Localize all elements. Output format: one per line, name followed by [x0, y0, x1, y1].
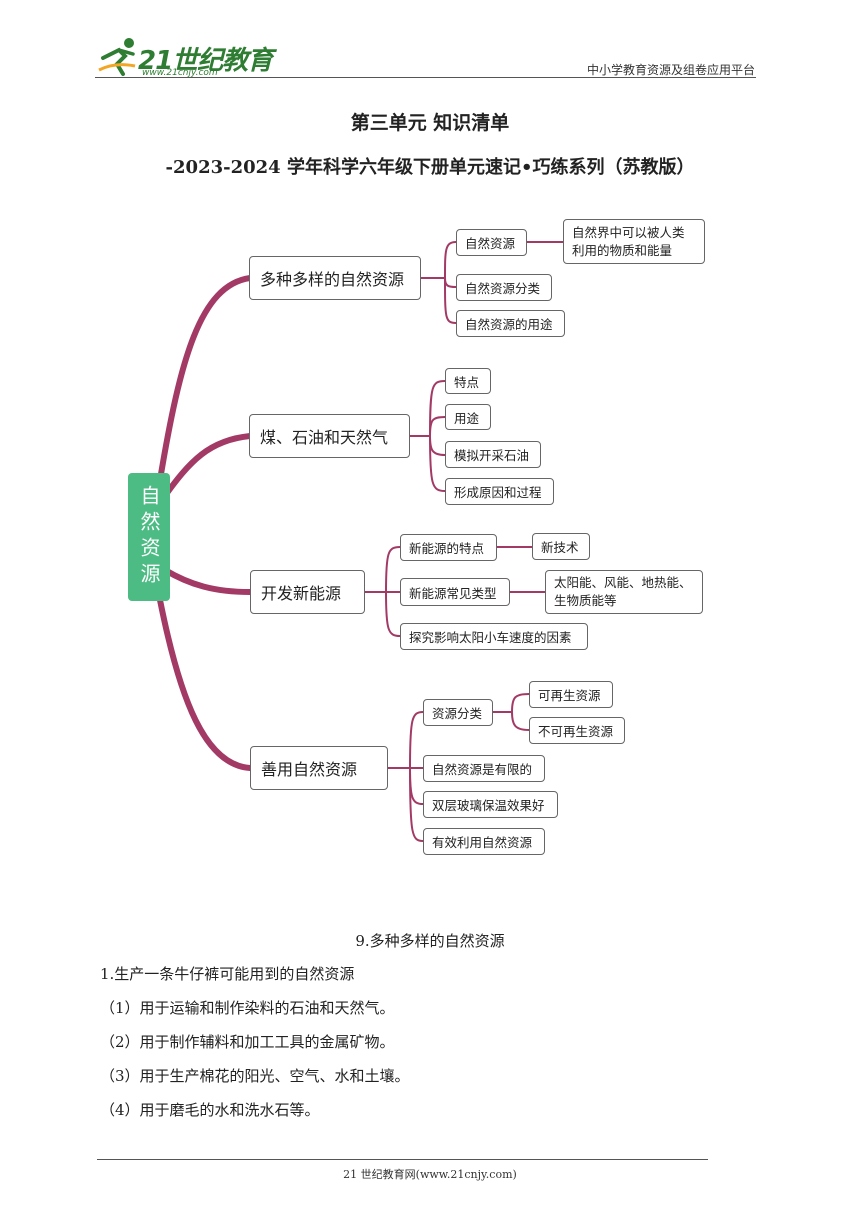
leaf-energy-types-list: 太阳能、风能、地热能、生物质能等: [545, 570, 703, 614]
node-resource-classification: 自然资源分类: [456, 274, 552, 301]
node-characteristics: 特点: [445, 368, 491, 394]
node-new-energy-types: 新能源常见类型: [400, 578, 510, 606]
mindmap-root-label: 自然资源: [137, 485, 161, 589]
section-title: 9.多种多样的自然资源: [355, 932, 505, 950]
content-item-3: （3）用于生产棉花的阳光、空气、水和土壤。: [100, 1067, 410, 1085]
logo-url: www.21cnjy.com: [142, 68, 218, 78]
node-resource-types: 资源分类: [423, 699, 493, 726]
leaf-non-renewable: 不可再生资源: [529, 717, 625, 744]
logo-text: 21世纪教育: [138, 46, 273, 76]
logo: [95, 36, 270, 78]
mindmap-connectors: [157, 241, 564, 842]
branch-use-resources-wisely: 善用自然资源: [250, 746, 388, 790]
branch-new-energy: 开发新能源: [250, 570, 365, 614]
node-solar-car-experiment: 探究影响太阳小车速度的因素: [400, 623, 588, 650]
footer-divider: [97, 1159, 708, 1160]
node-resource-uses: 自然资源的用途: [456, 310, 565, 337]
branch-natural-resources: 多种多样的自然资源: [249, 256, 421, 300]
leaf-renewable: 可再生资源: [529, 681, 613, 708]
node-double-glazing: 双层玻璃保温效果好: [423, 791, 558, 818]
content-item-1: （1）用于运输和制作染料的石油和天然气。: [100, 999, 395, 1017]
runner-icon: [98, 38, 136, 76]
header-platform-text: 中小学教育资源及组卷应用平台: [586, 63, 755, 77]
node-formation-process: 形成原因和过程: [445, 478, 554, 505]
node-uses: 用途: [445, 404, 491, 430]
content-item-2: （2）用于制作辅料和加工工具的金属矿物。: [100, 1033, 395, 1051]
leaf-new-technology: 新技术: [532, 533, 590, 560]
page-subtitle: -2023-2024 学年科学六年级下册单元速记•巧练系列（苏教版）: [165, 157, 695, 178]
header-divider: [95, 77, 756, 78]
node-simulated-oil-extraction: 模拟开采石油: [445, 441, 541, 468]
leaf-resource-definition: 自然界中可以被人类利用的物质和能量: [563, 219, 705, 264]
node-effective-use: 有效利用自然资源: [423, 828, 545, 855]
content-heading: 1.生产一条牛仔裤可能用到的自然资源: [100, 965, 355, 983]
node-resources-limited: 自然资源是有限的: [423, 755, 545, 782]
page-title: 第三单元 知识清单: [350, 112, 510, 134]
node-natural-resources: 自然资源: [456, 229, 527, 256]
branch-fossil-fuels: 煤、石油和天然气: [249, 414, 410, 458]
footer-text: 21 世纪教育网(www.21cnjy.com): [343, 1168, 517, 1181]
node-new-energy-features: 新能源的特点: [400, 534, 497, 561]
content-item-4: （4）用于磨毛的水和洗水石等。: [100, 1101, 320, 1119]
mindmap-root: 自然资源: [128, 473, 170, 601]
